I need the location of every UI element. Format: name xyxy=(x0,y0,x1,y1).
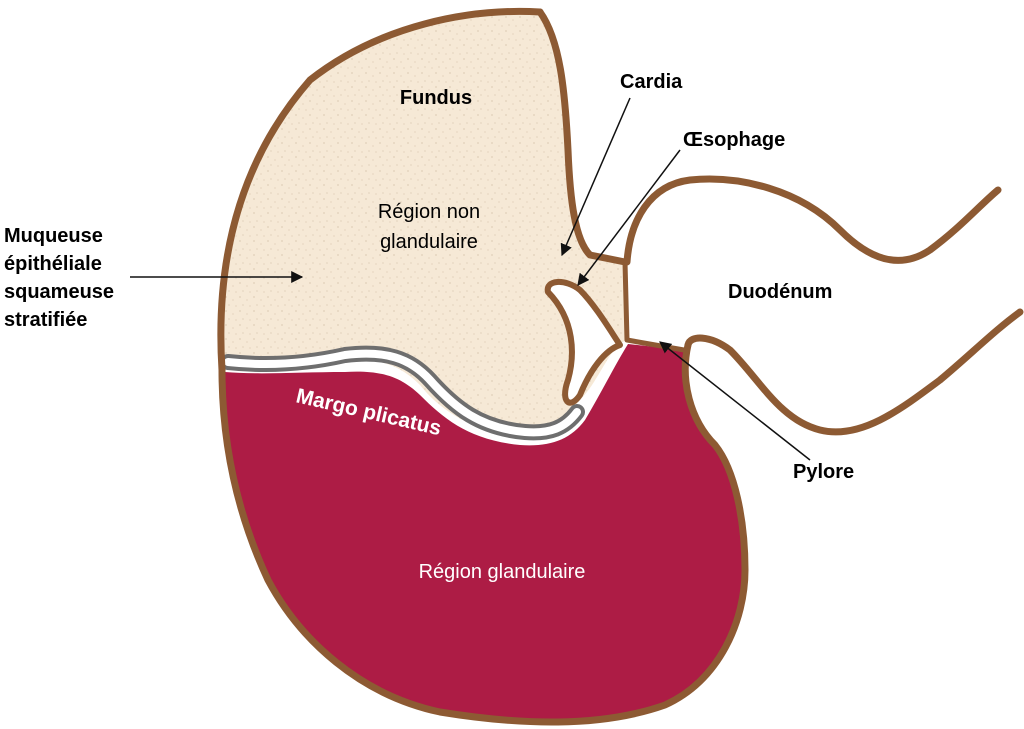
label-fundus: Fundus xyxy=(400,87,472,109)
label-duodenum: Duodénum xyxy=(728,281,832,303)
label-oesophagus: Œsophage xyxy=(683,129,785,151)
duodenum-lower-wall xyxy=(684,308,1024,436)
label-glandular-region: Région glandulaire xyxy=(419,561,586,583)
label-mucosa-3: squameuse xyxy=(4,281,114,303)
margo-plicatus-band-inner xyxy=(224,349,581,437)
stomach-wall xyxy=(217,8,749,726)
label-mucosa-2: épithéliale xyxy=(4,253,102,275)
glandular-region xyxy=(224,344,745,723)
label-non-glandular-2: glandulaire xyxy=(380,231,478,253)
label-cardia: Cardia xyxy=(620,71,683,93)
non-glandular-texture xyxy=(222,11,627,439)
label-mucosa-1: Muqueuse xyxy=(4,225,103,247)
label-pylorus: Pylore xyxy=(793,461,854,483)
label-mucosa-4: stratifiée xyxy=(4,309,87,331)
cardia-pointer-arrow xyxy=(560,97,631,257)
oesophagus-pointer-arrow xyxy=(577,149,681,286)
label-non-glandular-1: Région non xyxy=(378,201,480,223)
stomach-wall-lesser-curvature xyxy=(536,8,629,266)
duodenum-upper-wall xyxy=(623,175,1002,266)
pyloric-wall xyxy=(622,261,685,353)
pylorus-pointer-arrow xyxy=(659,341,811,461)
oesophagus-lumen xyxy=(544,279,623,406)
